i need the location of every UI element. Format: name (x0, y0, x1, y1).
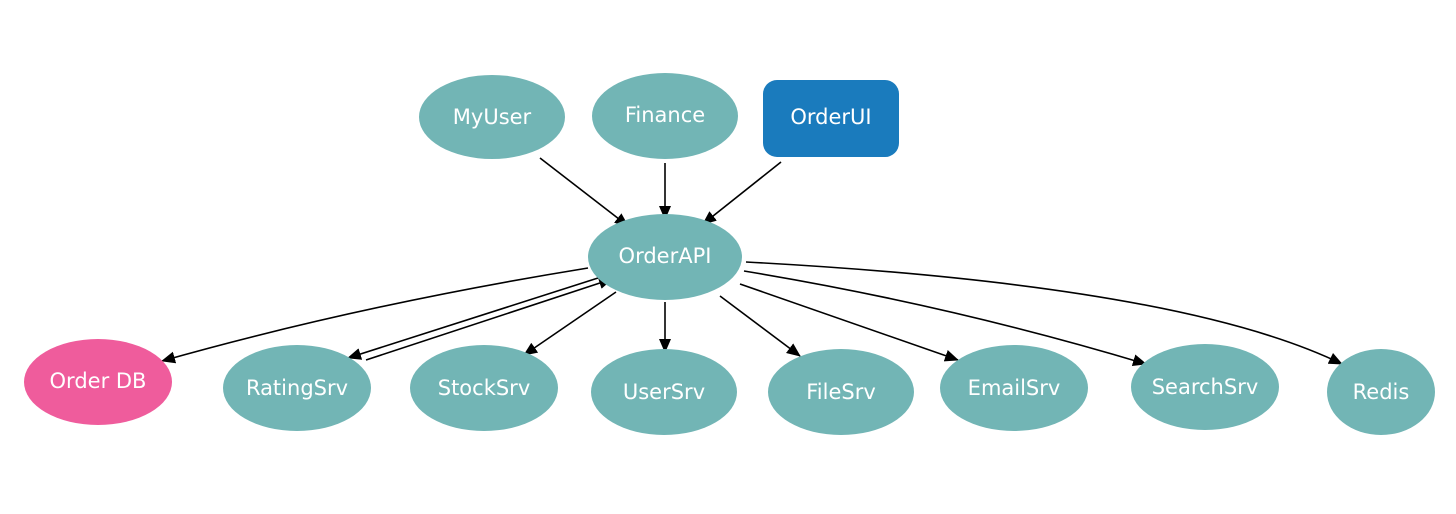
node-usersrv-shape (591, 349, 737, 435)
node-orderapi-label: OrderAPI (619, 244, 712, 268)
edge-orderapi-to-searchsrv (743, 270, 1147, 366)
node-ratingsrv-shape (223, 345, 371, 431)
node-searchsrv-label: SearchSrv (1152, 375, 1259, 399)
node-emailsrv-shape (940, 345, 1088, 431)
nodes: MyUser Finance OrderUI OrderAPI Order DB (24, 73, 1435, 435)
node-stocksrv[interactable]: StockSrv (410, 345, 558, 431)
edges (161, 157, 1343, 366)
node-redis-shape (1327, 349, 1435, 435)
node-filesrv[interactable]: FileSrv (768, 349, 914, 435)
node-myuser-shape (419, 75, 565, 159)
edge-orderapi-to-emailsrv (739, 283, 959, 362)
node-ratingsrv-label: RatingSrv (246, 376, 348, 400)
node-orderui[interactable]: OrderUI (763, 80, 899, 157)
node-orderui-label: OrderUI (790, 105, 871, 129)
edge-orderapi-to-ratingsrv (347, 277, 599, 360)
node-myuser[interactable]: MyUser (419, 75, 565, 159)
node-myuser-label: MyUser (453, 105, 532, 129)
node-orderapi-shape (588, 214, 742, 300)
edge-orderapi-to-stocksrv (523, 291, 617, 356)
node-orderdb-shape (24, 339, 172, 425)
node-orderdb-label: Order DB (50, 369, 147, 393)
node-orderui-shape (763, 80, 899, 157)
node-emailsrv-label: EmailSrv (968, 376, 1061, 400)
node-usersrv[interactable]: UserSrv (591, 349, 737, 435)
edge-orderapi-to-filesrv (719, 295, 801, 357)
node-redis-label: Redis (1353, 380, 1410, 404)
node-filesrv-label: FileSrv (806, 380, 876, 404)
node-filesrv-shape (768, 349, 914, 435)
node-finance[interactable]: Finance (592, 73, 738, 159)
node-finance-label: Finance (625, 103, 705, 127)
node-redis[interactable]: Redis (1327, 349, 1435, 435)
node-finance-shape (592, 73, 738, 159)
node-ratingsrv[interactable]: RatingSrv (223, 345, 371, 431)
edge-myuser-to-orderapi (539, 157, 629, 227)
node-usersrv-label: UserSrv (623, 380, 705, 404)
edge-orderapi-to-orderdb (161, 267, 589, 364)
node-orderdb[interactable]: Order DB (24, 339, 172, 425)
node-searchsrv-shape (1131, 344, 1279, 430)
node-emailsrv[interactable]: EmailSrv (940, 345, 1088, 431)
node-stocksrv-shape (410, 345, 558, 431)
node-stocksrv-label: StockSrv (438, 376, 531, 400)
node-searchsrv[interactable]: SearchSrv (1131, 344, 1279, 430)
edge-ratingsrv-to-orderapi (365, 277, 613, 361)
node-orderapi[interactable]: OrderAPI (588, 214, 742, 300)
edge-orderui-to-orderapi (702, 161, 782, 225)
edge-orderapi-to-redis (745, 261, 1343, 365)
